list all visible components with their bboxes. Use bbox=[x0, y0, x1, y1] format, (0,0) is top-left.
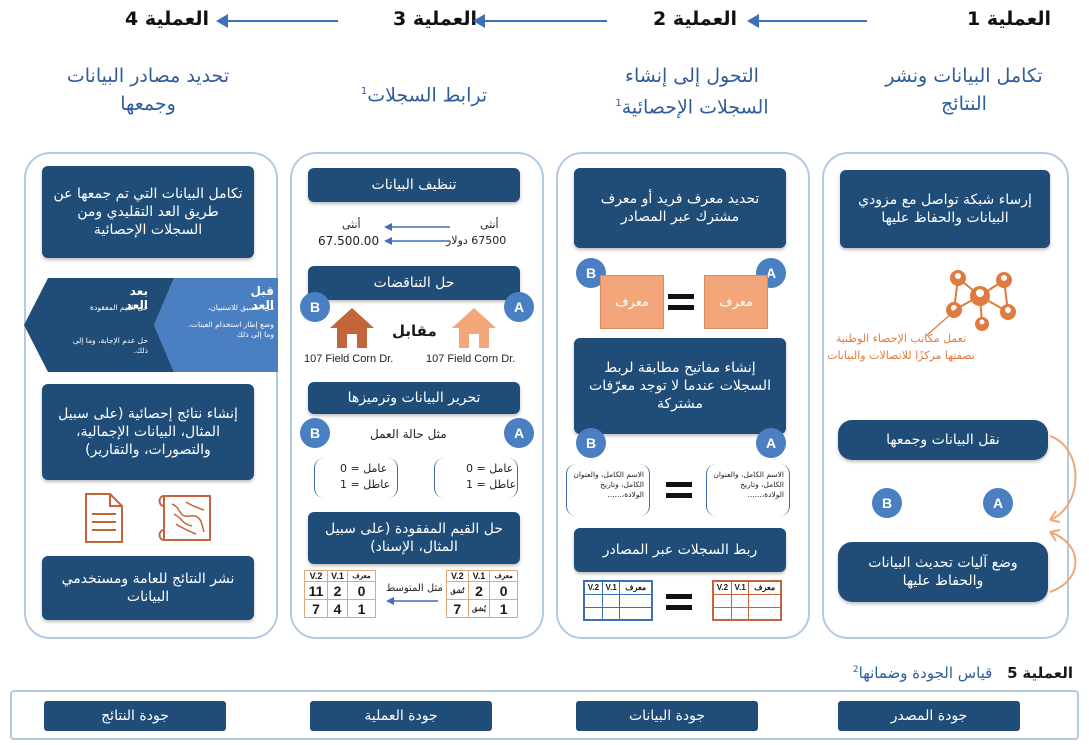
source-b-circle: B bbox=[872, 488, 902, 518]
code-a-employed: عامل = 0 bbox=[466, 462, 514, 475]
code-a-unemployed: عاطل = 1 bbox=[466, 478, 517, 491]
match-fields-a: الاسم الكامل، والعنوان الكامل، وتاريخ ال… bbox=[713, 470, 784, 499]
code-b-circle: B bbox=[300, 418, 330, 448]
average-label: مثل المتوسط bbox=[386, 583, 443, 594]
female-value-b: أنثى bbox=[342, 218, 361, 231]
code-bracket-a bbox=[434, 458, 518, 498]
record-b2-circle: B bbox=[576, 428, 606, 458]
nso-hub-note: تعمل مكاتب الإحصاء الوطنية بصفتها مركزًا… bbox=[827, 332, 975, 362]
before-count-item-1: مل، مسبق للاستبيان، bbox=[207, 303, 274, 312]
resolve-conflicts-box: حل التناقضات bbox=[308, 266, 520, 300]
arrow-1-to-2 bbox=[757, 20, 867, 22]
salary-value-b: 67.500.00 bbox=[318, 234, 380, 248]
process-quality-box: جودة العملية bbox=[310, 701, 492, 731]
identifier-b-box: معرف bbox=[600, 275, 664, 329]
process-4-title: العملية 4 bbox=[124, 8, 209, 30]
document-icon bbox=[85, 493, 123, 543]
data-quality-box: جودة البيانات bbox=[576, 701, 758, 731]
column-3-title: ترابط السجلات1 bbox=[360, 84, 488, 107]
identifier-a-box: معرف bbox=[704, 275, 768, 329]
code-b-employed: عامل = 0 bbox=[340, 462, 388, 475]
record-a2-circle: A bbox=[756, 428, 786, 458]
bracket-a bbox=[706, 464, 790, 516]
arrow-3-to-4 bbox=[226, 20, 338, 22]
equals-sign bbox=[668, 294, 694, 310]
address-a: 107 Field Corn Dr. bbox=[426, 353, 516, 365]
arrow-2-to-3 bbox=[483, 20, 607, 22]
source-quality-box: جودة المصدر bbox=[838, 701, 1020, 731]
after-count-item-2: حل عدم الإجابة، وما إلى ذلك. bbox=[72, 336, 148, 355]
note-pointer-line bbox=[925, 305, 961, 337]
after-count-title: بعد العد bbox=[125, 284, 148, 312]
female-value-a: أنثى bbox=[480, 218, 499, 231]
house-b-icon bbox=[330, 308, 374, 348]
cleaning-arrows bbox=[384, 223, 450, 245]
code-bracket-b bbox=[314, 458, 398, 498]
salary-value-a: 67500 دولار bbox=[446, 234, 507, 247]
missing-values-box: حل القيم المفقودة (على سبيل المثال، الإس… bbox=[308, 512, 520, 564]
create-results-box: إنشاء نتائج إحصائية (على سبيل المثال، ال… bbox=[42, 384, 254, 480]
match-fields-b: الاسم الكامل، والعنوان الكامل، وتاريخ ال… bbox=[573, 470, 644, 499]
before-after-chevrons bbox=[24, 278, 278, 372]
unique-identifier-box: تحديد معرف فريد أو معرف مشترك عبر المصاد… bbox=[574, 168, 786, 248]
code-a-circle: A bbox=[504, 418, 534, 448]
bracket-b bbox=[566, 464, 650, 516]
house-a-icon bbox=[452, 308, 496, 348]
equals-sign-2 bbox=[666, 482, 692, 498]
process-2-title: العملية 2 bbox=[652, 8, 737, 30]
conflict-a-circle: A bbox=[504, 292, 534, 322]
arrowhead-1-to-2 bbox=[747, 14, 759, 28]
integrate-data-box: تكامل البيانات التي تم جمعها عن طريق الع… bbox=[42, 166, 254, 258]
source-a-circle: A bbox=[983, 488, 1013, 518]
process-3-title: العملية 3 bbox=[392, 8, 477, 30]
quality-panel bbox=[10, 690, 1079, 740]
process-5-title: العملية 5 قياس الجودة وضمانها2 bbox=[852, 664, 1073, 682]
results-quality-box: جودة النتائج bbox=[44, 701, 226, 731]
link-records-box: ربط السجلات عبر المصادر bbox=[574, 528, 786, 572]
column-2-title: التحول إلى إنشاء السجلات الإحصائية1 bbox=[615, 65, 769, 119]
process-1-title: العملية 1 bbox=[966, 8, 1051, 30]
update-mechanism-box: وضع آليات تحديث البيانات والحفاظ عليها bbox=[838, 542, 1048, 602]
network-icon bbox=[946, 270, 1016, 331]
versus-label: مقابل bbox=[392, 322, 437, 340]
transfer-collect-box: نقل البيانات وجمعها bbox=[838, 420, 1048, 460]
cycle-arrows bbox=[1049, 435, 1077, 593]
data-cleaning-box: تنظيف البيانات bbox=[308, 168, 520, 202]
employment-example: مثل حالة العمل bbox=[370, 427, 447, 441]
equals-sign-3 bbox=[666, 594, 692, 610]
edit-code-box: تحرير البيانات وترميزها bbox=[308, 382, 520, 414]
establish-network-box: إرساء شبكة تواصل مع مزودي البيانات والحف… bbox=[840, 170, 1050, 248]
code-b-unemployed: عاطل = 1 bbox=[340, 478, 391, 491]
impute-arrow bbox=[386, 597, 438, 605]
conflict-b-circle: B bbox=[300, 292, 330, 322]
match-keys-box: إنشاء مفاتيح مطابقة لربط السجلات عندما ل… bbox=[574, 338, 786, 434]
map-scroll-icon bbox=[158, 495, 211, 541]
address-b: 107 Field Corn Dr. bbox=[304, 353, 394, 365]
arrowhead-3-to-4 bbox=[216, 14, 228, 28]
arrowhead-2-to-3 bbox=[473, 14, 485, 28]
before-count-title: قبل العد bbox=[250, 284, 274, 312]
publish-results-box: نشر النتائج للعامة ومستخدمي البيانات bbox=[42, 556, 254, 620]
before-count-item-2: وضع إطار استخدام العينات، وما إلى ذلك bbox=[188, 320, 274, 339]
after-count-item-1: حل القيم المفقودة bbox=[90, 303, 148, 312]
